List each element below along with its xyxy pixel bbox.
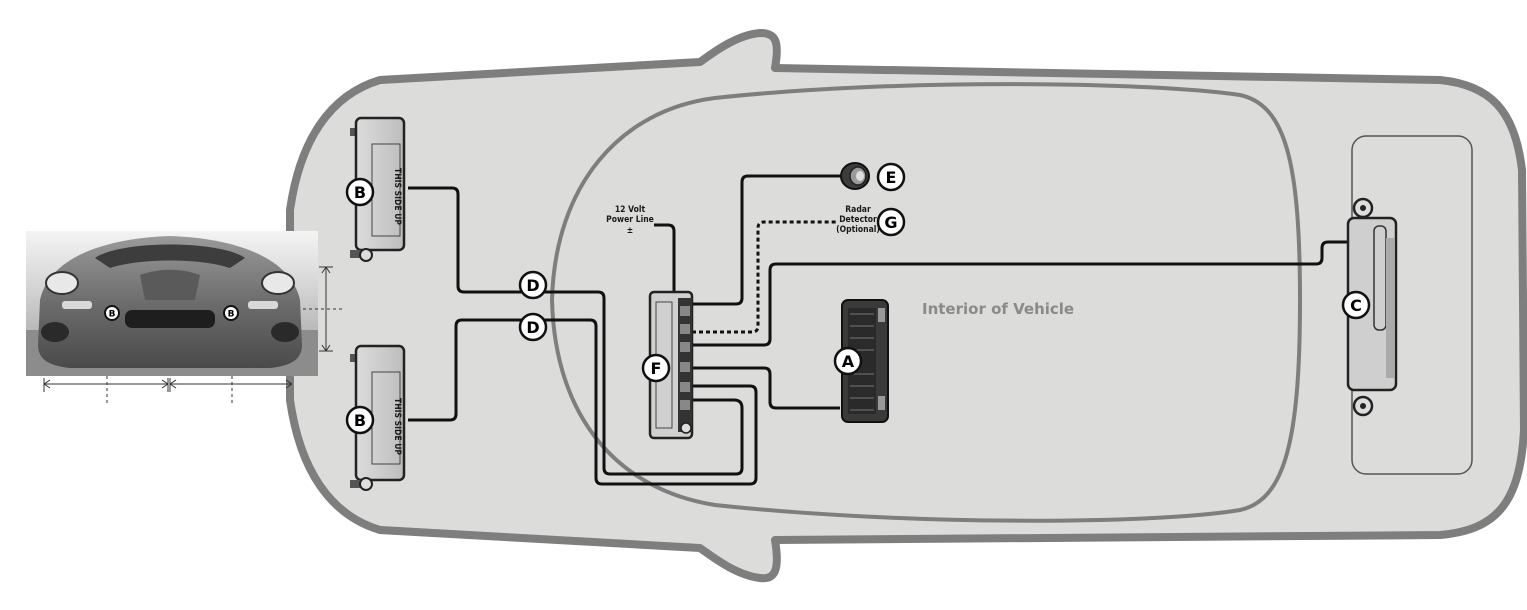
display-unit-a — [841, 299, 889, 423]
vehicle-body — [286, 29, 1527, 583]
sensor-b-bottom-text: THIS SIDE UP — [392, 398, 402, 455]
callout-e: E — [876, 162, 906, 192]
callout-d-top: D — [518, 270, 548, 300]
wire-display-a — [692, 366, 840, 410]
wire-sensor-b-top — [408, 186, 744, 476]
callout-a: A — [833, 346, 863, 376]
callout-b-bottom: B — [345, 405, 375, 435]
radar-label-line2: Detector — [839, 215, 877, 225]
radar-detector-label: Radar Detector (Optional) — [836, 205, 880, 235]
front-vehicle-photo: B B — [26, 231, 318, 376]
buzzer-e — [840, 162, 870, 190]
callout-c-label: C — [1350, 296, 1362, 315]
wire-control-c — [692, 240, 1348, 347]
wire-buzzer-e — [692, 174, 842, 306]
callout-b-top: B — [345, 177, 375, 207]
callout-f: F — [641, 353, 671, 383]
radar-label-line1: Radar — [845, 205, 871, 215]
callout-b-bottom-label: B — [354, 411, 366, 430]
wiring — [408, 174, 1348, 486]
radar-label-line3: (Optional) — [836, 225, 880, 235]
callout-g: G — [876, 207, 906, 237]
power-line-label: 12 Volt Power Line ± — [606, 205, 654, 236]
power-line-label-line1: 12 Volt — [615, 205, 646, 215]
photo-sensor-marker-right: B — [223, 305, 239, 321]
cabin-outline — [549, 82, 1303, 523]
dimension-lines — [43, 266, 345, 405]
interior-of-vehicle-label: Interior of Vehicle — [922, 300, 1074, 318]
callout-d-top-label: D — [526, 276, 539, 295]
vehicle-outline — [286, 29, 1527, 583]
callout-d-bottom: D — [518, 312, 548, 342]
callout-f-label: F — [651, 359, 662, 378]
photo-marker-right-label: B — [228, 310, 235, 320]
callout-g-label: G — [884, 213, 897, 232]
wire-power-line — [654, 223, 676, 294]
callout-c: C — [1341, 290, 1371, 320]
sensor-b-top-text: THIS SIDE UP — [392, 168, 402, 225]
power-line-label-line2: Power Line — [606, 215, 654, 225]
callout-b-top-label: B — [354, 183, 366, 202]
photo-sensor-marker-left: B — [104, 305, 120, 321]
wire-sensor-b-bottom — [408, 318, 758, 486]
callout-d-bottom-label: D — [526, 318, 539, 337]
power-line-label-line3: ± — [627, 226, 633, 236]
photo-marker-left-label: B — [109, 310, 116, 320]
callout-e-label: E — [886, 168, 897, 187]
callout-a-label: A — [842, 352, 855, 371]
control-module-f — [648, 290, 694, 440]
